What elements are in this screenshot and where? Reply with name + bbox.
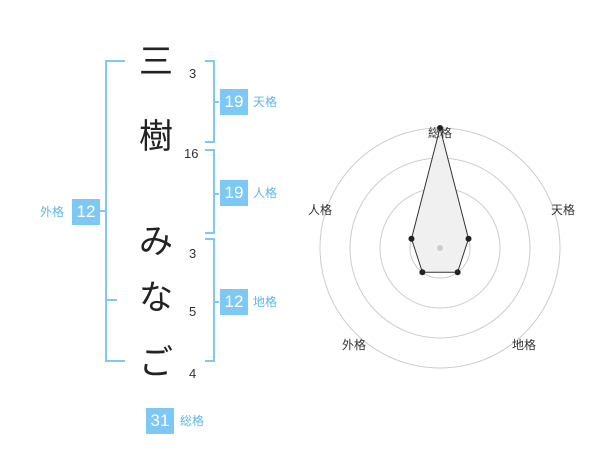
jinkaku-value: 19 bbox=[220, 180, 248, 206]
chikaku-value: 12 bbox=[220, 289, 248, 315]
gaikaku-bracket-tick bbox=[105, 299, 117, 301]
chikaku-bracket bbox=[205, 238, 215, 362]
radar-label-tenkaku: 天格 bbox=[551, 203, 576, 217]
name-char-5: ご bbox=[139, 343, 173, 383]
jinkaku-bracket-connector bbox=[213, 193, 219, 195]
radar-label-chikaku: 地格 bbox=[512, 338, 537, 352]
gaikaku-bracket-connector bbox=[96, 210, 105, 212]
radar-point bbox=[408, 235, 415, 242]
stroke-count-1: 3 bbox=[189, 66, 197, 81]
tenkaku-value: 19 bbox=[220, 89, 248, 115]
radar-point bbox=[465, 235, 472, 242]
radar-point bbox=[454, 269, 461, 276]
stroke-count-3: 3 bbox=[189, 246, 197, 261]
radar-polygon bbox=[410, 127, 470, 273]
stroke-count-4: 5 bbox=[189, 304, 197, 319]
jinkaku-label: 人格 bbox=[253, 186, 278, 200]
name-char-4: な bbox=[139, 278, 173, 318]
radar-label-gaikaku: 外格 bbox=[342, 338, 367, 352]
radar-label-jinkaku: 人格 bbox=[308, 203, 333, 217]
soukaku-value: 31 bbox=[146, 408, 174, 434]
radar-point bbox=[419, 269, 426, 276]
radar-label-soukaku: 総格 bbox=[428, 126, 453, 140]
stroke-count-2: 16 bbox=[184, 146, 199, 161]
gaikaku-value: 12 bbox=[72, 199, 100, 225]
chikaku-label: 地格 bbox=[253, 295, 278, 309]
tenkaku-label: 天格 bbox=[253, 95, 278, 109]
soukaku-label: 総格 bbox=[180, 414, 205, 428]
tenkaku-bracket-connector bbox=[213, 101, 219, 103]
radar-center-dot bbox=[437, 245, 443, 251]
name-char-2: 樹 bbox=[139, 117, 173, 157]
jinkaku-bracket bbox=[205, 149, 215, 234]
stroke-count-5: 4 bbox=[189, 366, 197, 381]
name-char-1: 三 bbox=[139, 42, 173, 82]
gaikaku-bracket bbox=[105, 60, 125, 362]
chikaku-bracket-connector bbox=[213, 301, 219, 303]
gaikaku-label: 外格 bbox=[40, 205, 65, 219]
radar-point bbox=[437, 125, 443, 131]
name-char-3: み bbox=[139, 222, 173, 262]
